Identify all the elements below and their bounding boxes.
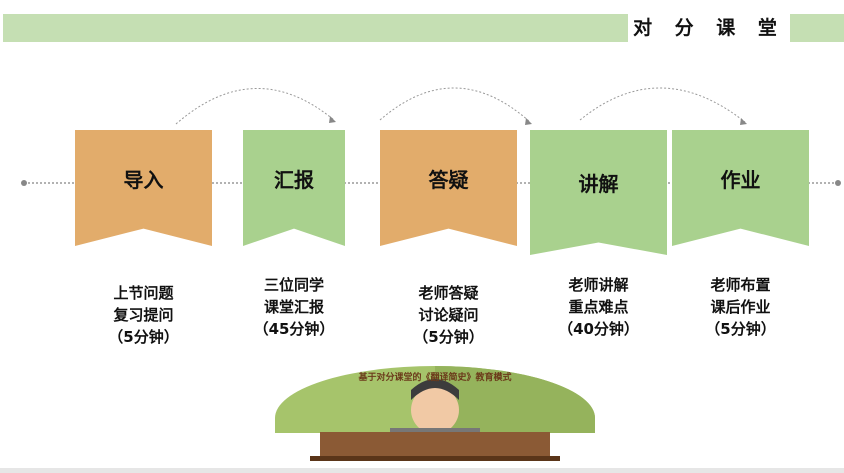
flow-arrow-3 bbox=[579, 87, 746, 123]
bottom-bar bbox=[0, 468, 844, 473]
logo: 基于对分课堂的《翻译简史》教育模式 bbox=[275, 366, 595, 461]
description-line: 上节问题 bbox=[113, 284, 174, 302]
description-line: （40分钟） bbox=[558, 320, 639, 338]
step-label: 作业 bbox=[720, 167, 761, 192]
step-label: 导入 bbox=[123, 167, 164, 192]
step-3-description: 老师答疑讨论疑问 （5分钟） bbox=[374, 282, 524, 348]
description-line: 课堂汇报 bbox=[263, 298, 324, 316]
description-line: 三位同学 bbox=[263, 276, 324, 294]
description-line: 重点难点 bbox=[568, 298, 629, 316]
step-2-box: 汇报 bbox=[243, 130, 345, 246]
step-4-box: 讲解 bbox=[530, 130, 667, 255]
description-line: 老师讲解 bbox=[568, 276, 629, 294]
description-line: （5分钟） bbox=[705, 320, 776, 338]
description-line: 老师布置 bbox=[710, 276, 771, 294]
description-line: （45分钟） bbox=[253, 320, 335, 338]
description-line: 复习提问 bbox=[113, 306, 174, 324]
flow-arrow-2 bbox=[379, 87, 531, 123]
description-line: （5分钟） bbox=[413, 328, 484, 346]
step-5-box: 作业 bbox=[672, 130, 809, 246]
step-1-description: 上节问题复习提问 （5分钟） bbox=[69, 282, 219, 348]
description-line: 老师答疑 bbox=[418, 284, 479, 302]
step-5-description: 老师布置课后作业 （5分钟） bbox=[666, 274, 816, 340]
timeline-start-dot bbox=[21, 180, 27, 186]
description-line: （5分钟） bbox=[108, 328, 179, 346]
description-line: 讨论疑问 bbox=[418, 306, 479, 324]
header-band-left bbox=[3, 14, 628, 42]
header-band-right bbox=[790, 14, 844, 42]
step-4-description: 老师讲解重点难点 （40分钟） bbox=[524, 274, 674, 340]
step-1-box: 导入 bbox=[75, 130, 212, 246]
page-title: 对 分 课 堂 bbox=[633, 17, 785, 39]
step-label: 汇报 bbox=[274, 167, 314, 192]
step-label: 答疑 bbox=[428, 167, 469, 192]
step-2-description: 三位同学课堂汇报 （45分钟） bbox=[219, 274, 369, 340]
svg-text:基于对分课堂的《翻译简史》教育模式: 基于对分课堂的《翻译简史》教育模式 bbox=[357, 371, 511, 383]
step-label: 讲解 bbox=[578, 172, 619, 196]
flow-arrow-1 bbox=[175, 88, 335, 125]
step-3-box: 答疑 bbox=[380, 130, 517, 246]
description-line: 课后作业 bbox=[710, 298, 771, 316]
timeline-end-dot bbox=[835, 180, 841, 186]
